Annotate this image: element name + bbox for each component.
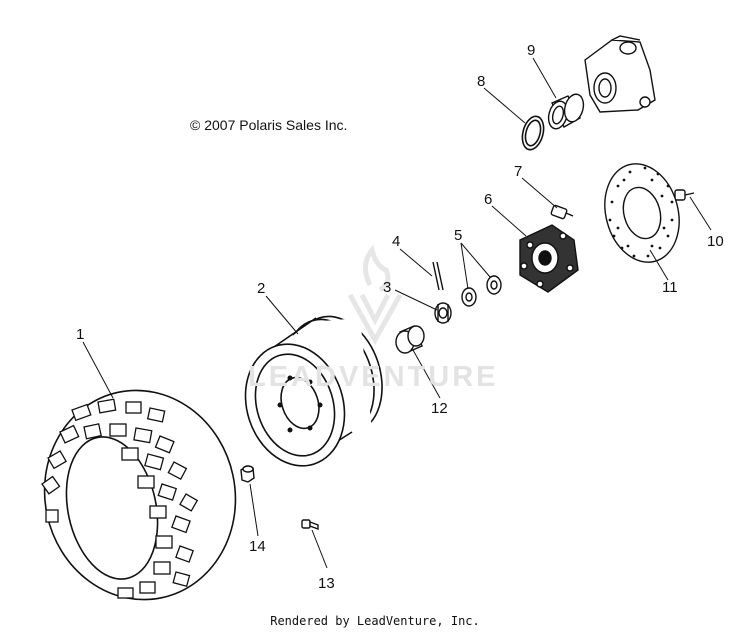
callout-4: 4 bbox=[392, 233, 400, 250]
callout-6: 6 bbox=[484, 191, 492, 208]
hub-cap-icon[interactable] bbox=[395, 325, 425, 354]
bearing-icon[interactable] bbox=[546, 92, 587, 131]
copyright-notice: © 2007 Polaris Sales Inc. bbox=[190, 117, 348, 133]
callout-1: 1 bbox=[76, 326, 84, 343]
callout-7: 7 bbox=[514, 163, 522, 180]
cotter-pin-icon[interactable] bbox=[432, 261, 444, 291]
watermark-logo-icon bbox=[347, 244, 403, 346]
callout-numbers: 1 2 3 4 5 6 7 8 9 10 11 12 13 14 bbox=[76, 42, 724, 592]
castle-nut-icon[interactable] bbox=[434, 302, 452, 324]
leader-lines bbox=[82, 57, 712, 569]
watermark-text: LEADVENTURE bbox=[248, 361, 499, 393]
retaining-ring-icon[interactable] bbox=[519, 114, 547, 152]
washer-icon[interactable] bbox=[461, 275, 502, 307]
callout-12: 12 bbox=[431, 400, 448, 417]
lug-nut-icon[interactable] bbox=[240, 465, 255, 483]
render-credit: Rendered by LeadVenture, Inc. bbox=[270, 614, 480, 628]
callout-9: 9 bbox=[527, 42, 535, 59]
callout-13: 13 bbox=[318, 575, 335, 592]
brake-disc-icon[interactable] bbox=[594, 155, 689, 270]
wheel-hub-icon[interactable] bbox=[519, 224, 579, 293]
callout-8: 8 bbox=[477, 73, 485, 90]
callout-10: 10 bbox=[707, 233, 724, 250]
bolt-icon[interactable] bbox=[674, 189, 695, 201]
tire-icon[interactable] bbox=[25, 373, 255, 618]
callout-5: 5 bbox=[454, 227, 462, 244]
knuckle-icon bbox=[584, 35, 656, 113]
callout-11: 11 bbox=[662, 279, 678, 296]
wheel-rim-icon[interactable] bbox=[230, 305, 396, 479]
valve-stem-icon[interactable] bbox=[301, 519, 319, 531]
callout-2: 2 bbox=[257, 280, 265, 297]
callout-14: 14 bbox=[249, 538, 266, 555]
stud-icon[interactable] bbox=[550, 204, 574, 220]
callout-3: 3 bbox=[383, 279, 391, 296]
